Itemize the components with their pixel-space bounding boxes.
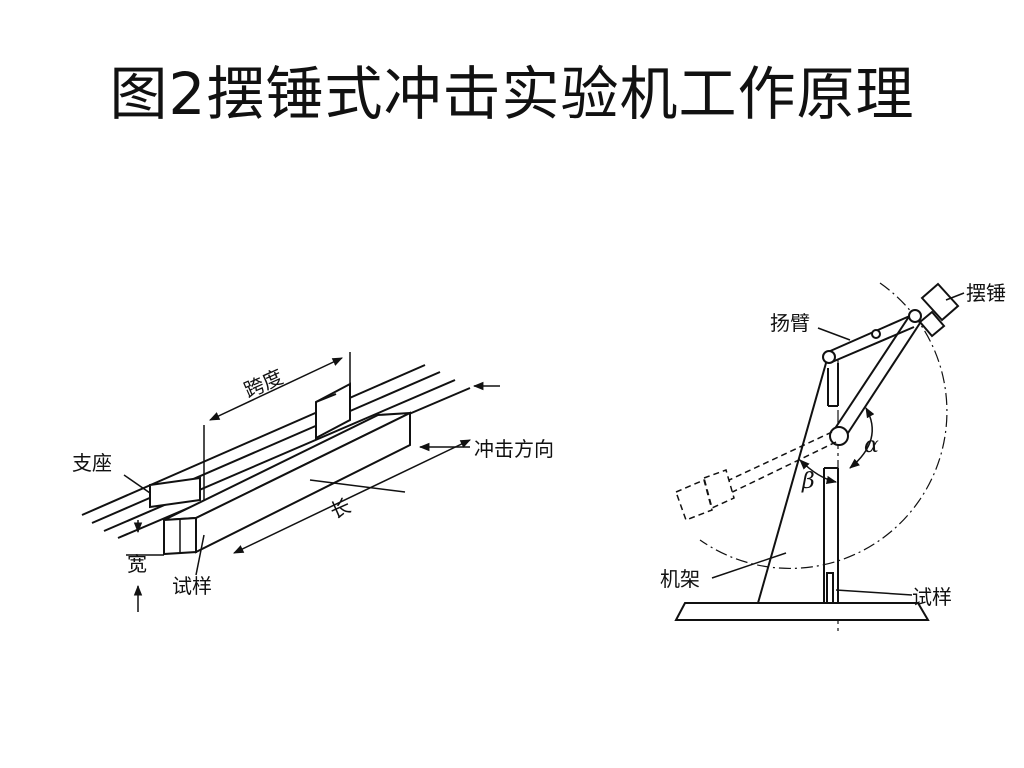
label-machine-specimen: 试样 (912, 585, 952, 609)
swing-arc (699, 282, 948, 569)
raised-arm (822, 314, 915, 364)
width-dimension (126, 520, 164, 612)
pendulum-swing-ghost (675, 431, 837, 521)
label-frame: 机架 (660, 567, 700, 591)
label-span: 跨度 (240, 364, 286, 402)
label-width: 宽 (127, 552, 147, 576)
label-impact-direction: 冲击方向 (474, 437, 554, 461)
label-beta: β (801, 469, 815, 494)
pendulum-hammer (918, 282, 960, 338)
alpha-angle-arc (849, 407, 875, 469)
slide-title: 图2摆锤式冲击实验机工作原理 (109, 60, 915, 128)
label-specimen: 试样 (172, 574, 212, 598)
length-dimension (233, 439, 471, 554)
beta-angle-arc (799, 459, 838, 485)
label-support: 支座 (72, 451, 112, 475)
machine-base (674, 602, 930, 621)
machine-labels: 摆锤 扬臂 机架 试样 α β (660, 281, 1006, 609)
label-alpha: α (864, 433, 879, 458)
specimen-figure (81, 352, 500, 612)
specimen-holder (823, 467, 839, 604)
pendulum-rod (829, 309, 923, 446)
label-raised-arm: 扬臂 (770, 311, 810, 335)
machine-frame (757, 355, 839, 604)
machine-figure (674, 282, 965, 632)
impact-direction-arrow (418, 381, 500, 452)
label-pendulum: 摆锤 (966, 281, 1006, 305)
span-dimension (203, 352, 351, 500)
